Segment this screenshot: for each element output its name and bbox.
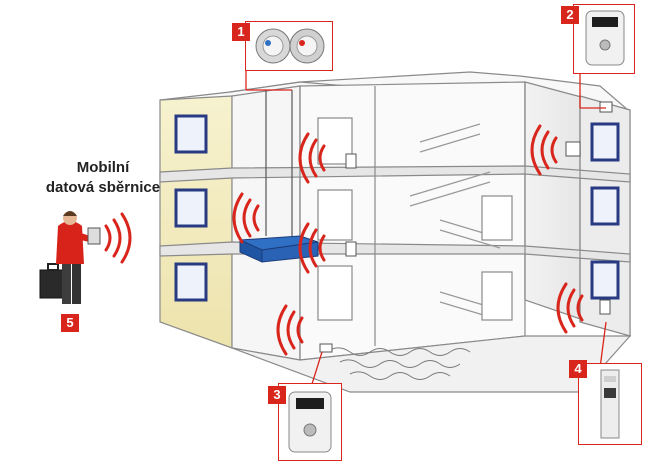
callout-meter-device bbox=[278, 383, 342, 461]
callout-allocator bbox=[573, 4, 635, 74]
heat-meter-icon bbox=[255, 28, 325, 64]
person-with-reader bbox=[39, 211, 101, 304]
right-windows bbox=[590, 122, 620, 300]
meters bbox=[319, 101, 613, 353]
collector-cabinet-icon bbox=[600, 369, 620, 439]
left-windows bbox=[174, 114, 208, 302]
radio-waves bbox=[104, 124, 584, 356]
title-line-2: datová sběrnice bbox=[45, 179, 161, 196]
badge-4: 4 bbox=[569, 360, 587, 378]
callout-collector-cabinet bbox=[578, 363, 642, 445]
callout-heat-meters bbox=[245, 21, 333, 71]
badge-1: 1 bbox=[232, 23, 250, 41]
badge-2: 2 bbox=[561, 6, 579, 24]
allocator-icon bbox=[585, 10, 625, 66]
bathtub bbox=[239, 235, 319, 263]
meter-device-icon bbox=[288, 391, 332, 453]
badge-5: 5 bbox=[61, 314, 79, 332]
badge-3: 3 bbox=[268, 386, 286, 404]
building bbox=[159, 71, 632, 393]
pipes bbox=[265, 90, 293, 236]
title-line-1: Mobilní bbox=[76, 159, 130, 176]
mobile-bus-title: Mobilní datová sběrnice bbox=[28, 158, 178, 198]
